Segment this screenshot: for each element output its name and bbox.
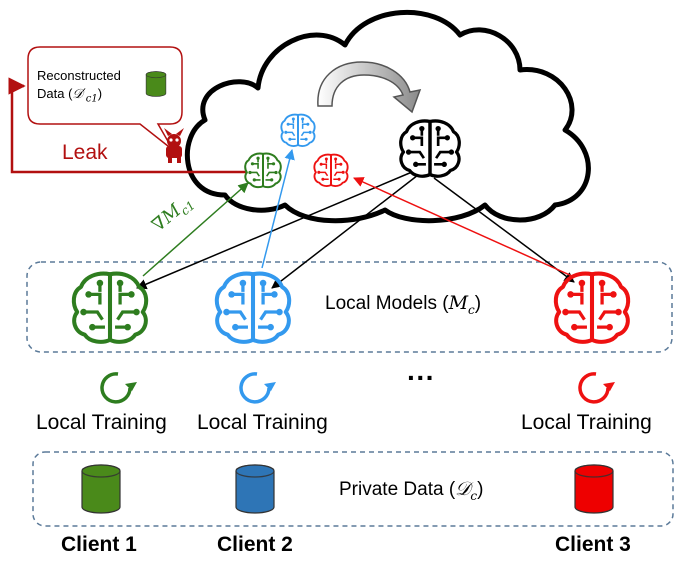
upload-arrow-client3	[353, 177, 573, 277]
client3-model-brain-icon	[556, 274, 628, 342]
upload-arrow-client1	[142, 182, 249, 277]
client1-model-brain-icon	[74, 274, 146, 342]
reconstructed-data-cylinder-icon	[145, 71, 167, 97]
speech-bubble	[27, 46, 183, 151]
aggregation-arrow	[317, 61, 422, 114]
client2-data-cylinder-icon	[235, 464, 275, 514]
private-data-box	[32, 451, 674, 527]
local-models-label: Local Models (Mc)	[325, 292, 482, 317]
client2-model-brain-icon	[217, 274, 289, 342]
local-models-box	[26, 261, 673, 353]
client3-local-training-label: Local Training	[521, 411, 652, 434]
cloud	[184, 9, 591, 224]
bubble-line2: Data (𝒟′c1)	[37, 86, 103, 105]
private-data-label: Private Data (𝒟c)	[339, 478, 484, 503]
upload-arrow-client2	[261, 148, 295, 269]
client2-training-cycle-icon	[239, 372, 276, 404]
download-arrow-client1	[136, 171, 413, 290]
bubble-line1: Reconstructed	[37, 68, 121, 83]
more-clients-ellipsis: ···	[407, 362, 435, 393]
client1-data-cylinder-icon	[81, 464, 121, 514]
client1-local-training-label: Local Training	[36, 411, 167, 434]
download-arrow-client2	[271, 174, 419, 289]
client3-training-cycle-icon	[578, 372, 615, 404]
client3-label: Client 3	[555, 533, 631, 556]
download-arrow-client3	[433, 177, 575, 283]
client2-label: Client 2	[217, 533, 293, 556]
attacker-devil-icon	[164, 128, 184, 163]
client1-training-cycle-icon	[100, 372, 137, 404]
client3-data-cylinder-icon	[574, 464, 614, 514]
client2-local-training-label: Local Training	[197, 411, 328, 434]
client1-label: Client 1	[61, 533, 137, 556]
leak-arrow	[8, 77, 246, 174]
leak-label: Leak	[62, 141, 108, 164]
